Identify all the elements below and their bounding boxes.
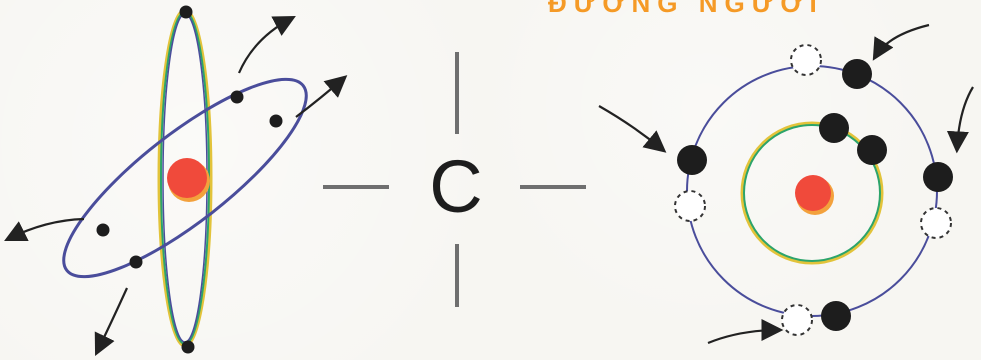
- carbon-symbol: C: [429, 145, 482, 228]
- vacancy-bottom: [782, 305, 812, 335]
- center-carbon-symbol-group: C: [323, 52, 586, 307]
- inner-electron-1: [819, 113, 849, 143]
- electron-top: [180, 6, 193, 19]
- outer-electron-top-right: [842, 59, 872, 89]
- right-atom-model: [599, 25, 973, 343]
- vacancy-left: [675, 191, 705, 221]
- cropped-heading-text: ĐƯƠNG NGƯỜI: [548, 0, 824, 18]
- electron-bottom: [182, 341, 195, 354]
- electron-diagonal-3: [97, 224, 110, 237]
- inner-electron-2: [857, 135, 887, 165]
- vacancy-right: [921, 208, 951, 238]
- electron-diagonal-2: [270, 115, 283, 128]
- left-atom-model: [8, 6, 344, 354]
- curved-arrow-icon: [708, 330, 779, 343]
- outer-electron-right: [923, 162, 953, 192]
- outer-electron-bottom: [821, 301, 851, 331]
- electron-diagonal-1: [231, 91, 244, 104]
- nucleus: [167, 158, 207, 198]
- vacancy-top: [791, 45, 821, 75]
- electron-diagonal-4: [130, 256, 143, 269]
- curved-arrow-icon: [599, 106, 663, 150]
- nucleus: [795, 175, 831, 211]
- curved-arrow-icon: [875, 25, 929, 57]
- curved-arrow-icon: [239, 18, 292, 73]
- curved-arrow-icon: [957, 87, 973, 149]
- outer-electron-left: [677, 145, 707, 175]
- curved-arrow-icon: [97, 288, 127, 352]
